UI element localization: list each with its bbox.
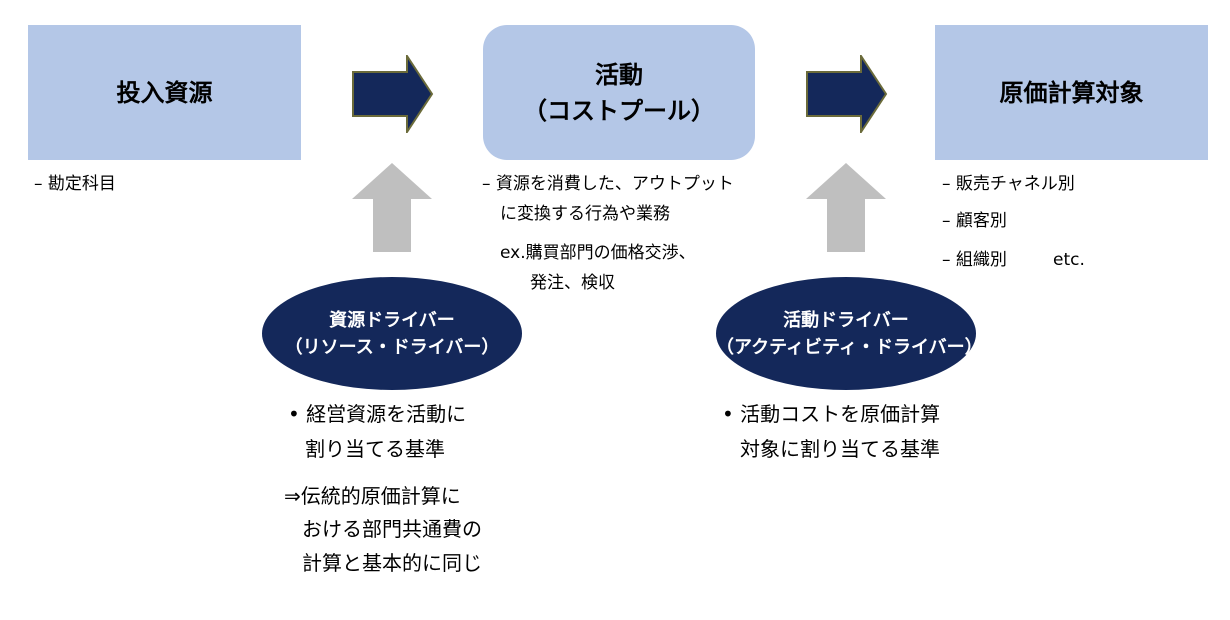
resource-driver-note-line1: ⇒伝統的原価計算に [284,484,461,508]
cost-object-box: 原価計算対象 [935,25,1208,160]
activity-box: 活動 （コストプール） [483,25,755,160]
up-arrow-icon [352,163,432,252]
activity-driver-bullet-line1: • 活動コストを原価計算 [722,402,941,426]
activity-driver-title: 活動ドライバー [783,309,909,331]
resource-driver-bullet-line2: 割り当てる基準 [305,437,445,461]
activity-driver-bullet-line2: 対象に割り当てる基準 [740,437,940,461]
resource-input-label: 投入資源 [116,78,213,107]
activity-example-line2: 発注、検収 [530,273,615,293]
up-arrow-icon [806,163,886,252]
cost-object-note: – 組織別 [942,250,1007,270]
cost-object-note: – 顧客別 [942,211,1007,231]
resource-driver-subtitle: （リソース・ドライバー） [284,336,500,358]
cost-object-note: – 販売チャネル別 [942,174,1075,194]
resource-driver-bullet-line1: • 経営資源を活動に [288,402,467,426]
activity-label: 活動 [595,60,643,89]
resource-driver-ellipse: 資源ドライバー （リソース・ドライバー） [262,277,522,390]
activity-note-line1: – 資源を消費した、アウトプット [482,174,734,194]
activity-example-line1: ex.購買部門の価格交渉、 [500,243,696,263]
right-arrow-icon [352,55,434,133]
resource-input-box: 投入資源 [28,25,301,160]
resource-driver-title: 資源ドライバー [329,309,455,331]
activity-sublabel: （コストプール） [523,96,715,125]
right-arrow-icon [806,55,888,133]
resource-driver-note-line2: おける部門共通費の [302,517,482,541]
resource-driver-note-line3: 計算と基本的に同じ [302,551,482,575]
activity-driver-subtitle: （アクティビティ・ドライバー） [716,336,983,358]
resource-note: – 勘定科目 [34,174,116,194]
cost-object-label: 原価計算対象 [999,78,1144,107]
cost-object-note-etc: etc. [1053,250,1085,270]
activity-note-line2: に変換する行為や業務 [500,204,670,224]
activity-driver-ellipse: 活動ドライバー （アクティビティ・ドライバー） [716,277,983,390]
